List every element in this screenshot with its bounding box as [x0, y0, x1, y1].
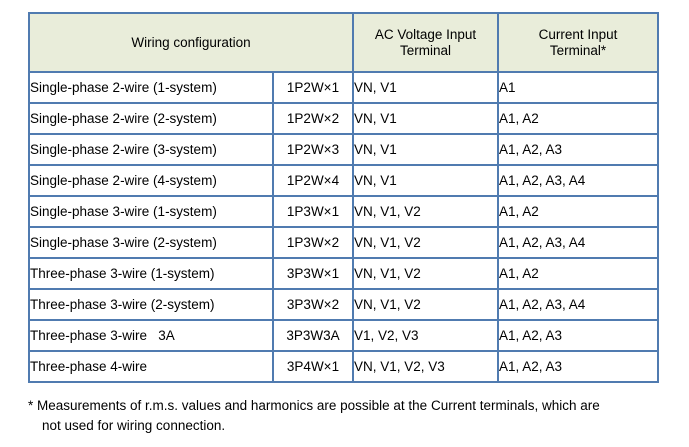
cell-current-terminal: A1, A2, A3	[497, 319, 659, 352]
cell-wiring-name: Single-phase 2-wire (3-system)	[28, 133, 274, 166]
table-header: Wiring configuration AC Voltage Input Te…	[28, 12, 659, 73]
cell-wiring-code: 1P2W×1	[272, 71, 354, 104]
cell-current-terminal: A1, A2	[497, 257, 659, 290]
header-wiring-configuration: Wiring configuration	[28, 12, 354, 73]
cell-current-terminal: A1	[497, 71, 659, 104]
cell-wiring-name: Single-phase 2-wire (1-system)	[28, 71, 274, 104]
header-row: Wiring configuration AC Voltage Input Te…	[28, 12, 659, 73]
wiring-configuration-table: Wiring configuration AC Voltage Input Te…	[28, 12, 659, 383]
cell-wiring-name: Single-phase 2-wire (2-system)	[28, 102, 274, 135]
cell-wiring-code: 3P3W×2	[272, 288, 354, 321]
cell-current-terminal: A1, A2	[497, 195, 659, 228]
cell-current-terminal: A1, A2, A3, A4	[497, 288, 659, 321]
header-wiring-configuration-label: Wiring configuration	[131, 34, 251, 50]
header-ac-voltage-line1: AC Voltage Input	[374, 26, 477, 42]
cell-ac-voltage-terminal: V1, V2, V3	[352, 319, 499, 352]
cell-wiring-code: 3P3W×1	[272, 257, 354, 290]
cell-wiring-name: Single-phase 2-wire (4-system)	[28, 164, 274, 197]
cell-ac-voltage-terminal: VN, V1, V2, V3	[352, 350, 499, 383]
cell-wiring-code: 1P2W×4	[272, 164, 354, 197]
cell-wiring-name: Three-phase 3-wire (1-system)	[28, 257, 274, 290]
cell-wiring-code: 1P3W×1	[272, 195, 354, 228]
cell-wiring-name: Three-phase 3-wire 3A	[28, 319, 274, 352]
cell-current-terminal: A1, A2, A3	[497, 133, 659, 166]
cell-wiring-code: 3P3W3A	[272, 319, 354, 352]
header-current-line2: Terminal*	[549, 42, 607, 58]
cell-wiring-name: Single-phase 3-wire (1-system)	[28, 195, 274, 228]
cell-wiring-code: 3P4W×1	[272, 350, 354, 383]
cell-wiring-code: 1P3W×2	[272, 226, 354, 259]
footnote: * Measurements of r.m.s. values and harm…	[28, 396, 668, 437]
cell-current-terminal: A1, A2, A3, A4	[497, 226, 659, 259]
cell-wiring-code: 1P2W×3	[272, 133, 354, 166]
cell-ac-voltage-terminal: VN, V1, V2	[352, 195, 499, 228]
footnote-line-2: not used for wiring connection.	[42, 418, 226, 434]
footnote-line-1: * Measurements of r.m.s. values and harm…	[28, 398, 600, 413]
cell-ac-voltage-terminal: VN, V1	[352, 133, 499, 166]
cell-wiring-name: Single-phase 3-wire (2-system)	[28, 226, 274, 259]
cell-ac-voltage-terminal: VN, V1	[352, 71, 499, 104]
cell-current-terminal: A1, A2, A3, A4	[497, 164, 659, 197]
cell-current-terminal: A1, A2	[497, 102, 659, 135]
cell-wiring-code: 1P2W×2	[272, 102, 354, 135]
cell-ac-voltage-terminal: VN, V1	[352, 102, 499, 135]
header-current-input-terminal: Current Input Terminal*	[497, 12, 659, 73]
cell-ac-voltage-terminal: VN, V1, V2	[352, 257, 499, 290]
cell-current-terminal: A1, A2, A3	[497, 350, 659, 383]
cell-ac-voltage-terminal: VN, V1	[352, 164, 499, 197]
cell-wiring-name: Three-phase 3-wire (2-system)	[28, 288, 274, 321]
header-ac-voltage-line2: Terminal	[399, 42, 451, 58]
cell-wiring-name: Three-phase 4-wire	[28, 350, 274, 383]
cell-ac-voltage-terminal: VN, V1, V2	[352, 288, 499, 321]
header-current-line1: Current Input	[538, 26, 618, 42]
cell-ac-voltage-terminal: VN, V1, V2	[352, 226, 499, 259]
header-ac-voltage-input-terminal: AC Voltage Input Terminal	[352, 12, 499, 73]
